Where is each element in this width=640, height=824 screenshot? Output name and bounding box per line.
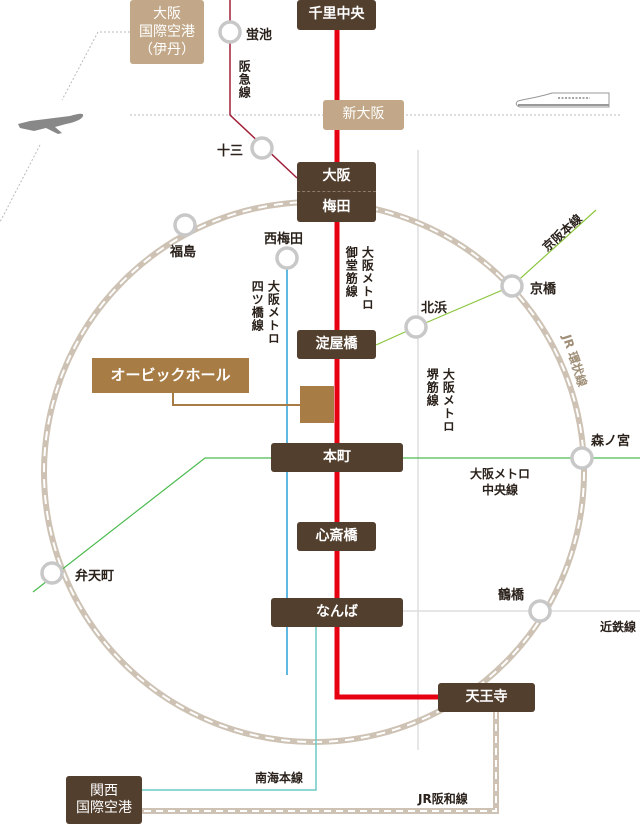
station-itami-airport[interactable]: 大阪 国際空港 （伊丹） — [130, 0, 204, 64]
station-circles — [40, 20, 594, 623]
kintetsu-line-label: 近鉄線 — [600, 620, 637, 634]
station-nishiumeda-label: 西梅田 — [264, 232, 304, 247]
station-label: 本町 — [323, 448, 351, 465]
station-tennoji[interactable]: 天王寺 — [438, 683, 535, 712]
station-nishiumeda-marker — [275, 246, 299, 270]
station-kyobashi-label: 京橋 — [530, 282, 557, 297]
hankyu-line-label: 阪急線 — [237, 60, 252, 99]
midosuji-line-label: 大阪メトロ 御堂筋線 — [344, 246, 375, 311]
sakaisuji-line-label: 大阪メトロ 堺筋線 — [425, 368, 456, 433]
venue-label-box[interactable]: オービックホール — [92, 358, 249, 393]
station-kitahama-label: 北浜 — [421, 301, 448, 316]
nankai-line-label: 南海本線 — [255, 771, 304, 785]
station-hommachi[interactable]: 本町 — [271, 443, 403, 472]
jr-hanwa-line — [142, 712, 499, 814]
jr-hanwa-line-label: JR阪和線 — [418, 792, 468, 806]
station-tsuruhashi-marker — [528, 599, 552, 623]
nankai-line — [142, 627, 317, 791]
station-juso-label: 十三 — [217, 144, 244, 159]
station-juso-marker — [250, 136, 274, 160]
station-label: 淀屋橋 — [315, 335, 358, 352]
venue-marker — [300, 386, 334, 423]
station-hotarugaike-label: 蛍池 — [246, 28, 273, 43]
station-tsuruhashi-label: 鶴橋 — [498, 588, 525, 603]
chuo-line — [32, 457, 640, 593]
station-fukushima-marker — [173, 213, 197, 237]
station-label: 新大阪 — [342, 106, 385, 123]
station-label: なんば — [316, 603, 358, 620]
yotsubashi-line-label: 大阪メトロ 四ツ橋線 — [250, 280, 281, 345]
station-namba[interactable]: なんば — [271, 598, 403, 627]
station-senri-chuo[interactable]: 千里中央 — [297, 0, 376, 30]
keihan-line — [375, 209, 597, 346]
station-morinomiya-marker — [570, 446, 594, 470]
airplane-icon — [18, 113, 84, 134]
station-fukushima-label: 福島 — [170, 245, 197, 260]
station-label: 関西 国際空港 — [76, 782, 132, 817]
station-label: 心斎橋 — [315, 527, 358, 544]
station-label: 天王寺 — [465, 688, 508, 705]
station-bentencho-marker — [40, 561, 64, 585]
venue-connector — [172, 393, 300, 406]
station-kitahama-marker — [404, 315, 428, 339]
station-morinomiya-label: 森ノ宮 — [591, 434, 631, 449]
station-label: 梅田 — [322, 199, 351, 215]
station-hotarugaike-marker — [218, 20, 242, 44]
station-yodoyabashi[interactable]: 淀屋橋 — [297, 330, 376, 359]
chuo-line-label: 大阪メトロ 中央線 — [470, 467, 531, 498]
station-label: 千里中央 — [308, 6, 365, 23]
station-bentencho-label: 弁天町 — [75, 569, 115, 584]
venue-name: オービックホール — [110, 366, 231, 385]
station-osaka-umeda[interactable]: 大阪 梅田 — [297, 162, 376, 222]
shinkansen-icon — [515, 92, 610, 108]
midosuji-line — [334, 28, 440, 700]
station-shin-osaka[interactable]: 新大阪 — [323, 100, 404, 130]
station-kyobashi-marker — [500, 274, 524, 298]
station-label: 大阪 — [297, 162, 376, 192]
station-kansai-airport[interactable]: 関西 国際空港 — [66, 776, 142, 824]
station-shinsaibashi[interactable]: 心斎橋 — [297, 522, 376, 551]
station-label: 大阪 国際空港 （伊丹） — [139, 5, 195, 59]
